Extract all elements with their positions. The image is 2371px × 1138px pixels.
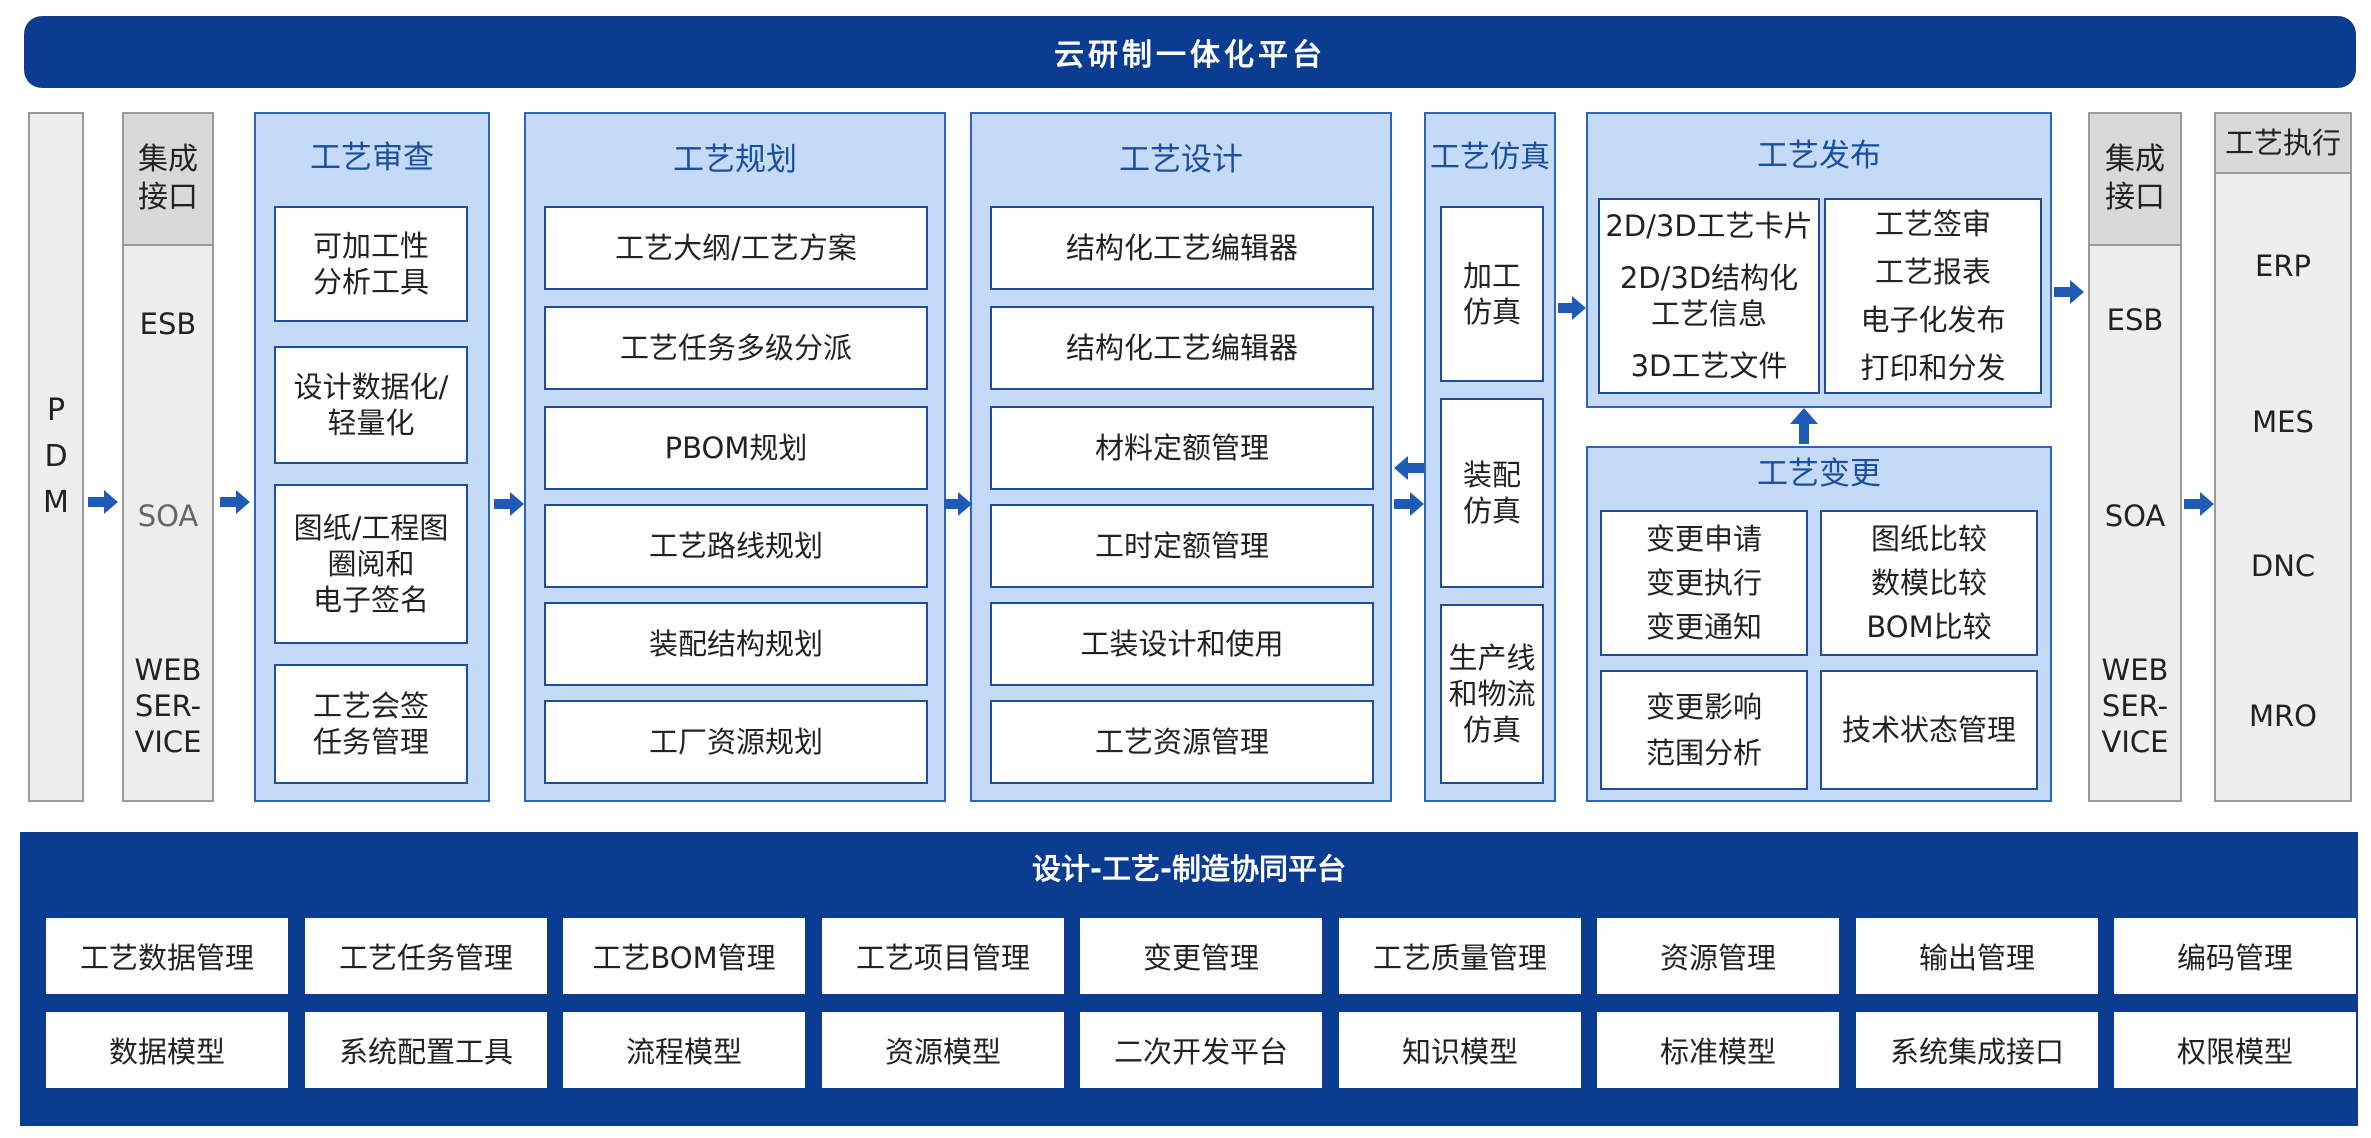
design-box-2: 结构化工艺编辑器 [990, 306, 1374, 390]
integration-left-title: 集成 接口 [124, 114, 212, 246]
change-box-1: 变更申请 变更执行 变更通知 [1600, 510, 1808, 656]
release-right-item-3: 电子化发布 [1860, 303, 2006, 337]
planning-box-1: 工艺大纲/工艺方案 [544, 206, 928, 290]
design-box-1: 结构化工艺编辑器 [990, 206, 1374, 290]
review-panel: 工艺审查 可加工性 分析工具 设计数据化/ 轻量化 图纸/工程图 圈阅和 电子签… [254, 112, 490, 802]
design-panel: 工艺设计 结构化工艺编辑器 结构化工艺编辑器 材料定额管理 工时定额管理 工装设… [970, 112, 1392, 802]
module-row2-item: 二次开发平台 [1080, 1012, 1322, 1088]
simulation-box-3: 生产线 和物流 仿真 [1440, 604, 1544, 784]
module-row-1: 工艺数据管理工艺任务管理工艺BOM管理工艺项目管理变更管理工艺质量管理资源管理输… [46, 918, 2356, 994]
planning-title: 工艺规划 [673, 142, 797, 178]
release-left-item-3: 3D工艺文件 [1630, 349, 1788, 383]
module-row1-item: 变更管理 [1080, 918, 1322, 994]
pdm-column: P D M [28, 112, 84, 802]
module-row2-item: 知识模型 [1339, 1012, 1581, 1088]
planning-box-3: PBOM规划 [544, 406, 928, 490]
change-box-4: 技术状态管理 [1820, 670, 2038, 790]
release-right-box: 工艺签审 工艺报表 电子化发布 打印和分发 [1824, 198, 2042, 394]
planning-panel: 工艺规划 工艺大纲/工艺方案 工艺任务多级分派 PBOM规划 工艺路线规划 装配… [524, 112, 946, 802]
module-row2-item: 权限模型 [2114, 1012, 2356, 1088]
arrow-right-icon [1394, 492, 1424, 516]
change-box-3: 变更影响 范围分析 [1600, 670, 1808, 790]
arrow-right-icon [88, 490, 118, 514]
review-box-2: 设计数据化/ 轻量化 [274, 346, 468, 464]
integration-right-esb: ESB [2106, 303, 2164, 337]
execution-dnc: DNC [2250, 549, 2316, 583]
change-box-2: 图纸比较 数模比较 BOM比较 [1820, 510, 2038, 656]
integration-left-webservice: WEB SER- VICE [134, 653, 202, 759]
planning-box-2: 工艺任务多级分派 [544, 306, 928, 390]
module-row-2: 数据模型系统配置工具流程模型资源模型二次开发平台知识模型标准模型系统集成接口权限… [46, 1012, 2356, 1088]
pdm-letter-d: D [44, 439, 68, 474]
integration-right-webservice: WEB SER- VICE [2101, 653, 2169, 759]
module-row1-item: 工艺数据管理 [46, 918, 288, 994]
module-row2-item: 系统集成接口 [1856, 1012, 2098, 1088]
simulation-panel: 工艺仿真 加工 仿真 装配 仿真 生产线 和物流 仿真 [1424, 112, 1556, 802]
module-row1-item: 编码管理 [2114, 918, 2356, 994]
planning-box-4: 工艺路线规划 [544, 504, 928, 588]
module-row2-item: 数据模型 [46, 1012, 288, 1088]
review-box-1: 可加工性 分析工具 [274, 206, 468, 322]
pdm-letter-m: M [43, 485, 69, 520]
arrow-right-icon [2054, 280, 2084, 304]
collaboration-platform-title: 设计-工艺-制造协同平台 [1031, 852, 1347, 886]
module-row2-item: 标准模型 [1597, 1012, 1839, 1088]
change-panel: 工艺变更 变更申请 变更执行 变更通知 图纸比较 数模比较 BOM比较 变更影响… [1586, 446, 2052, 802]
integration-right-title: 集成 接口 [2090, 114, 2180, 246]
integration-right-column: 集成 接口 ESB SOA WEB SER- VICE [2088, 112, 2182, 802]
module-row2-item: 流程模型 [563, 1012, 805, 1088]
release-right-item-2: 工艺报表 [1874, 255, 1991, 289]
collaboration-platform: 设计-工艺-制造协同平台 工艺数据管理工艺任务管理工艺BOM管理工艺项目管理变更… [20, 832, 2358, 1126]
integration-left-column: 集成 接口 ESB SOA WEB SER- VICE [122, 112, 214, 802]
module-row1-item: 工艺BOM管理 [563, 918, 805, 994]
module-row2-item: 资源模型 [822, 1012, 1064, 1088]
planning-box-6: 工厂资源规划 [544, 700, 928, 784]
top-platform-banner: 云研制一体化平台 [24, 16, 2356, 88]
review-title: 工艺审查 [310, 140, 434, 176]
execution-column: 工艺执行 ERP MES DNC MRO [2214, 112, 2352, 802]
pdm-letter-p: P [46, 393, 66, 428]
review-box-3: 图纸/工程图 圈阅和 电子签名 [274, 484, 468, 644]
release-panel: 工艺发布 2D/3D工艺卡片 2D/3D结构化 工艺信息 3D工艺文件 工艺签审… [1586, 112, 2052, 408]
execution-title: 工艺执行 [2216, 114, 2350, 174]
module-row1-item: 资源管理 [1597, 918, 1839, 994]
release-left-box: 2D/3D工艺卡片 2D/3D结构化 工艺信息 3D工艺文件 [1598, 198, 1820, 394]
release-right-item-4: 打印和分发 [1860, 351, 2006, 385]
planning-box-5: 装配结构规划 [544, 602, 928, 686]
module-row2-item: 系统配置工具 [305, 1012, 547, 1088]
release-left-item-2: 2D/3D结构化 工艺信息 [1619, 261, 1799, 331]
design-title: 工艺设计 [1119, 142, 1243, 178]
release-left-item-1: 2D/3D工艺卡片 [1605, 209, 1813, 243]
up-arrow-icon [1790, 408, 1818, 444]
design-box-3: 材料定额管理 [990, 406, 1374, 490]
release-right-item-1: 工艺签审 [1874, 207, 1991, 241]
execution-erp: ERP [2255, 249, 2311, 283]
review-box-4: 工艺会签 任务管理 [274, 664, 468, 784]
arrow-right-icon [220, 490, 250, 514]
arrow-right-icon [2184, 492, 2214, 516]
simulation-box-1: 加工 仿真 [1440, 206, 1544, 382]
design-box-5: 工装设计和使用 [990, 602, 1374, 686]
integration-right-soa: SOA [2104, 499, 2166, 533]
integration-left-soa: SOA [137, 499, 199, 533]
module-row1-item: 工艺质量管理 [1339, 918, 1581, 994]
design-box-6: 工艺资源管理 [990, 700, 1374, 784]
arrow-right-icon [944, 492, 972, 516]
change-title: 工艺变更 [1757, 456, 1881, 492]
module-row1-item: 工艺任务管理 [305, 918, 547, 994]
arrow-right-icon [1558, 296, 1586, 320]
module-row1-item: 工艺项目管理 [822, 918, 1064, 994]
design-box-4: 工时定额管理 [990, 504, 1374, 588]
execution-mro: MRO [2249, 699, 2317, 733]
arrow-right-icon [494, 492, 524, 516]
simulation-box-2: 装配 仿真 [1440, 398, 1544, 588]
arrow-left-icon [1394, 456, 1424, 480]
module-row1-item: 输出管理 [1856, 918, 2098, 994]
execution-mes: MES [2252, 405, 2314, 439]
simulation-title: 工艺仿真 [1430, 140, 1550, 175]
release-title: 工艺发布 [1757, 138, 1881, 174]
integration-left-esb: ESB [139, 307, 197, 341]
